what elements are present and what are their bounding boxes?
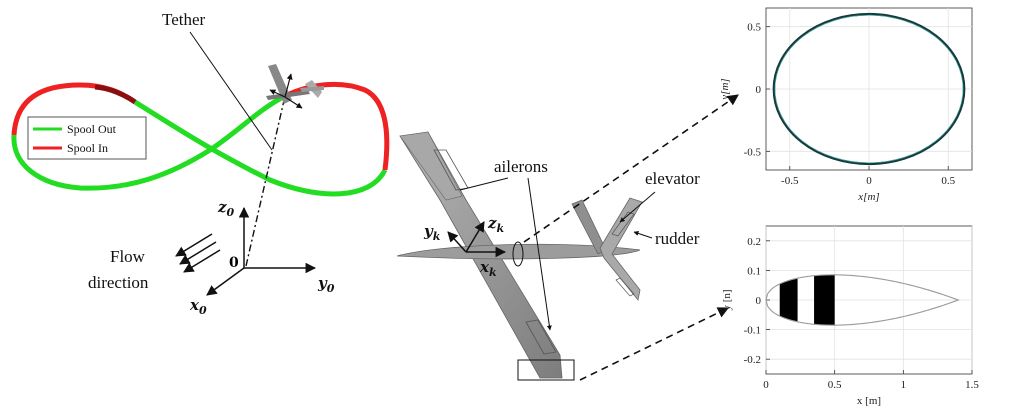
x-tick-label: 0.5 bbox=[828, 379, 842, 391]
xk-label: xk bbox=[479, 258, 497, 279]
spool-out-path bbox=[133, 99, 388, 197]
y-tick-label: -0.1 bbox=[744, 325, 761, 337]
y-tick-label: -0.2 bbox=[744, 354, 761, 366]
x-tick-label: -0.5 bbox=[781, 175, 799, 187]
flow-direction-arrows bbox=[175, 233, 221, 273]
tether-line bbox=[245, 95, 286, 267]
body-frame-axes bbox=[447, 221, 507, 258]
y-tick-label: 0 bbox=[756, 295, 762, 307]
y-tick-label: 0.5 bbox=[747, 22, 761, 34]
x-tick-label: 1.5 bbox=[965, 379, 979, 391]
airfoil-stripe bbox=[779, 278, 798, 322]
ailerons-leader-left bbox=[459, 177, 509, 191]
tether-leader-line bbox=[189, 31, 273, 151]
origin-label: 0 bbox=[229, 255, 239, 271]
y-tick-label: 0 bbox=[756, 84, 762, 96]
tether-label: Tether bbox=[162, 10, 206, 29]
ground-frame-axes bbox=[206, 206, 317, 296]
wing-tip-box bbox=[517, 359, 575, 381]
fuselage-section-inner-curve bbox=[774, 14, 964, 164]
rudder-label: rudder bbox=[655, 229, 700, 248]
fuselage-section-curve bbox=[772, 12, 966, 166]
y-tick-label: 0.1 bbox=[747, 265, 761, 277]
airfoil-outline bbox=[765, 274, 960, 326]
legend: Spool Out Spool In bbox=[27, 116, 147, 160]
fuselage-section-marker bbox=[512, 241, 524, 267]
yk-label: yk bbox=[423, 222, 441, 243]
y0-label: y0 bbox=[317, 274, 335, 295]
y-axis-label: y[m] bbox=[719, 78, 731, 100]
legend-label-spool-in: Spool In bbox=[67, 141, 108, 155]
y-tick-label: -0.5 bbox=[744, 146, 762, 158]
legend-label-spool-out: Spool Out bbox=[67, 122, 117, 136]
x-tick-label: 1 bbox=[901, 379, 907, 391]
connector-to-airfoil-plot bbox=[579, 307, 730, 381]
x-axis-label: x[m] bbox=[857, 191, 879, 203]
airfoil-section-plot: 0 0.5 1 1.5 -0.2 -0.1 0 0.1 0.2 x [m] y [n] bbox=[721, 225, 979, 407]
y-axis-label: y [n] bbox=[721, 289, 733, 310]
spool-in-path-upper-right bbox=[283, 81, 390, 171]
y-tick-label: 0.2 bbox=[747, 236, 761, 248]
x-axis-label: x [m] bbox=[857, 395, 881, 407]
flow-label-line2: direction bbox=[88, 273, 149, 292]
x-tick-label: 0.5 bbox=[941, 175, 955, 187]
spool-out-path-lower-left bbox=[11, 93, 287, 191]
spool-in-accent bbox=[94, 84, 137, 105]
airfoil-stripe bbox=[814, 274, 835, 326]
z0-label: z0 bbox=[217, 198, 235, 219]
fuselage-section-plot: -0.5 0 0.5 -0.5 0 0.5 x[m] y[m] bbox=[719, 7, 973, 203]
rudder-leader bbox=[633, 231, 653, 239]
x-tick-label: 0 bbox=[866, 175, 872, 187]
x0-label: x0 bbox=[189, 296, 207, 317]
flow-label-line1: Flow bbox=[110, 247, 146, 266]
x-tick-label: 0 bbox=[763, 379, 769, 391]
ailerons-label: ailerons bbox=[494, 157, 548, 176]
ailerons-leader-right bbox=[527, 177, 552, 331]
zk-label: zk bbox=[487, 214, 505, 235]
small-aircraft-icon bbox=[266, 64, 324, 109]
elevator-label: elevator bbox=[645, 169, 700, 188]
connector-to-circle-plot bbox=[523, 94, 739, 243]
elevator-leader bbox=[619, 191, 656, 223]
aircraft-model bbox=[396, 131, 643, 381]
